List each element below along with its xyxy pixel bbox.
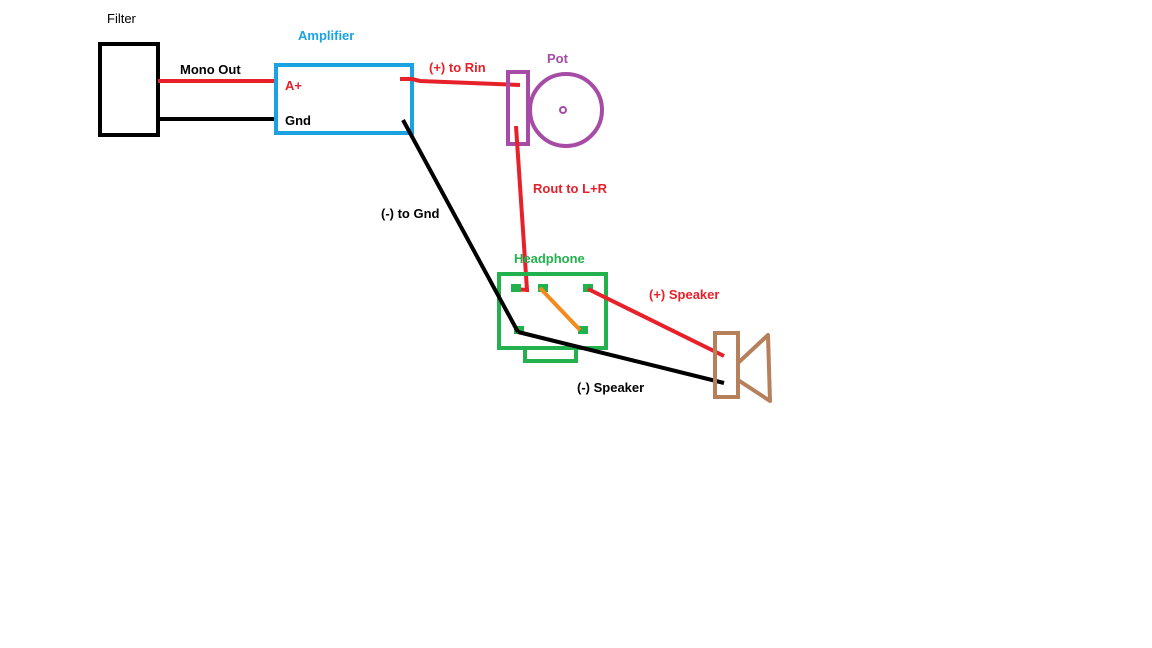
amplifier-box: [274, 63, 414, 135]
filter-box: [98, 42, 160, 137]
headphone-label: Headphone: [514, 251, 585, 266]
pos-speaker-wire: [587, 287, 725, 358]
amplifier-pin-a: A+: [285, 78, 302, 93]
speaker-cone: [736, 333, 772, 403]
headphone-pin-switch: [583, 284, 593, 292]
neg-speaker-label: (-) Speaker: [577, 380, 644, 395]
speaker-magnet: [713, 331, 740, 399]
neg-speaker-wire: [517, 330, 725, 385]
rout-label: Rout to L+R: [533, 181, 608, 196]
pot-knob: [528, 72, 604, 148]
headphone-plug: [523, 346, 578, 363]
pot-knob-center: [559, 106, 567, 114]
pot-label: Pot: [547, 51, 569, 66]
mono-out-label: Mono Out: [180, 62, 241, 77]
to-rin-label: (+) to Rin: [429, 60, 486, 75]
headphone-pin-r: [538, 284, 548, 292]
to-gnd-label: (-) to Gnd: [381, 206, 440, 221]
headphone-pin-bridge: [578, 326, 588, 334]
to-rin-wire: [400, 77, 521, 87]
amplifier-label: Amplifier: [298, 28, 354, 43]
amplifier-pin-gnd: Gnd: [285, 113, 311, 128]
filter-label: Filter: [107, 11, 137, 26]
to-gnd-wire: [401, 119, 520, 333]
pos-speaker-label: (+) Speaker: [649, 287, 719, 302]
bridge-wire: [538, 286, 582, 332]
headphone-pin-l: [511, 284, 521, 292]
